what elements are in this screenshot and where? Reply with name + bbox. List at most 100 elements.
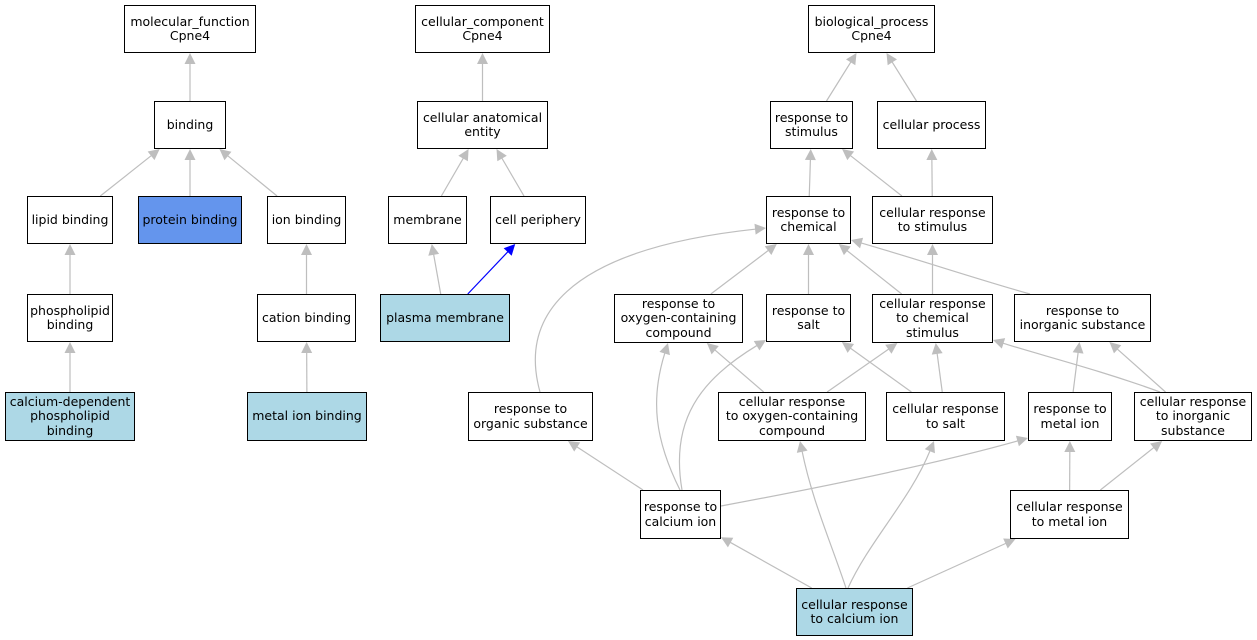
go-term-label: response to chemical bbox=[771, 204, 846, 234]
edge-membrane-to-cae bbox=[440, 157, 465, 197]
go-term-label: cellular response to chemical stimulus bbox=[879, 295, 986, 340]
edge-resp-calcium-to-resp-salt-arrowhead bbox=[753, 340, 766, 351]
go-term-protein-binding[interactable]: protein binding bbox=[138, 196, 242, 244]
go-term-binding[interactable]: binding bbox=[154, 101, 226, 149]
go-term-lipid-binding[interactable]: lipid binding bbox=[27, 196, 113, 244]
edge-cell-resp-calcium-to-cell-resp-metal bbox=[907, 542, 1007, 589]
edge-plasma-membrane-to-cell-periphery-arrowhead bbox=[503, 244, 516, 256]
go-term-plasma-membrane[interactable]: plasma membrane bbox=[380, 294, 510, 342]
go-term-cae[interactable]: cellular anatomical entity bbox=[417, 101, 548, 149]
go-term-ion-binding[interactable]: ion binding bbox=[267, 196, 346, 244]
go-term-resp-metal-ion[interactable]: response to metal ion bbox=[1028, 392, 1112, 441]
go-term-calcium-dep[interactable]: calcium-dependent phospholipid binding bbox=[5, 392, 135, 441]
edge-resp-oxygen-to-resp-chemical-arrowhead bbox=[764, 244, 777, 256]
edge-cell-resp-oxygen-to-resp-oxygen-arrowhead bbox=[706, 343, 719, 355]
go-term-label: response to inorganic substance bbox=[1019, 302, 1146, 332]
go-term-resp-chemical[interactable]: response to chemical bbox=[766, 196, 851, 244]
edge-cell-resp-inorganic-to-cell-resp-chem-arrowhead bbox=[993, 338, 1006, 349]
edge-cellular-process-to-bp-arrowhead bbox=[886, 53, 897, 66]
edge-resp-calcium-to-resp-oxygen bbox=[655, 352, 681, 491]
go-term-cell-resp-salt[interactable]: cellular response to salt bbox=[886, 392, 1005, 441]
go-term-label: response to salt bbox=[771, 302, 846, 332]
go-term-label: cation binding bbox=[261, 309, 352, 325]
go-term-cell-resp-metal[interactable]: cellular response to metal ion bbox=[1010, 490, 1129, 539]
go-term-cell-periphery[interactable]: cell periphery bbox=[490, 196, 586, 244]
edge-resp-inorganic-to-resp-chemical bbox=[860, 242, 1031, 295]
edge-cae-to-cc-arrowhead bbox=[477, 53, 488, 64]
edge-cell-resp-calcium-to-resp-calcium-arrowhead bbox=[721, 537, 734, 548]
go-term-cc[interactable]: cellular_component Cpne4 bbox=[415, 5, 550, 53]
edge-resp-organic-to-resp-chemical bbox=[534, 228, 757, 393]
edge-cell-periphery-to-cae-arrowhead bbox=[496, 149, 507, 162]
go-term-label: cellular response to inorganic substance bbox=[1139, 393, 1247, 438]
go-term-resp-oxygen[interactable]: response to oxygen-containing compound bbox=[614, 294, 743, 343]
edge-cell-resp-stimulus-to-resp-stimulus bbox=[849, 154, 903, 197]
go-term-label: calcium-dependent phospholipid binding bbox=[9, 393, 131, 438]
edge-resp-inorganic-to-resp-chemical-arrowhead bbox=[851, 237, 864, 249]
go-term-cellular-process[interactable]: cellular process bbox=[877, 101, 986, 149]
go-term-label: ion binding bbox=[271, 211, 342, 227]
go-term-label: cellular response to stimulus bbox=[879, 204, 986, 234]
edge-phospholipid-binding-to-lipid-binding-arrowhead bbox=[64, 244, 76, 255]
go-term-cell-resp-oxygen[interactable]: cellular response to oxygen-containing c… bbox=[718, 392, 866, 441]
go-term-label: response to organic substance bbox=[473, 401, 588, 431]
go-term-label: membrane bbox=[393, 211, 462, 227]
go-term-cell-resp-stimulus[interactable]: cellular response to stimulus bbox=[872, 196, 993, 244]
go-term-label: metal ion binding bbox=[252, 408, 362, 424]
edge-plasma-membrane-to-membrane bbox=[432, 253, 442, 295]
go-term-membrane[interactable]: membrane bbox=[388, 196, 467, 244]
go-term-label: protein binding bbox=[142, 211, 238, 227]
edge-ion-binding-to-binding-arrowhead bbox=[219, 149, 232, 161]
go-term-metal-ion-binding[interactable]: metal ion binding bbox=[247, 392, 367, 441]
edge-resp-calcium-to-resp-organic bbox=[576, 445, 644, 491]
go-term-resp-salt[interactable]: response to salt bbox=[766, 294, 851, 342]
go-term-label: biological_process Cpne4 bbox=[814, 13, 929, 43]
edge-cell-resp-calcium-to-cell-resp-metal-arrowhead bbox=[1003, 538, 1016, 549]
edge-resp-salt-to-resp-chemical-arrowhead bbox=[803, 244, 814, 255]
edge-cell-resp-chem-to-cell-resp-stimulus-arrowhead bbox=[927, 244, 938, 255]
edge-resp-calcium-to-resp-organic-arrowhead bbox=[568, 441, 581, 452]
edge-cell-resp-chem-to-resp-chemical-arrowhead bbox=[838, 244, 851, 256]
go-term-bp[interactable]: biological_process Cpne4 bbox=[808, 5, 935, 53]
edge-cell-resp-oxygen-to-cell-resp-chem-arrowhead bbox=[885, 343, 898, 354]
edge-lipid-binding-to-binding-arrowhead bbox=[147, 149, 160, 161]
go-term-cation-binding[interactable]: cation binding bbox=[257, 294, 356, 342]
edge-resp-calcium-to-resp-metal-ion-arrowhead bbox=[1015, 435, 1028, 447]
edge-ion-binding-to-binding bbox=[226, 154, 278, 197]
edge-plasma-membrane-to-membrane-arrowhead bbox=[428, 244, 440, 256]
edge-resp-chemical-to-resp-stimulus bbox=[808, 158, 812, 197]
edge-cell-resp-oxygen-to-cell-resp-chem bbox=[826, 348, 890, 393]
edge-cell-resp-calcium-to-cell-resp-oxygen-arrowhead bbox=[796, 441, 808, 453]
go-term-label: response to stimulus bbox=[774, 109, 849, 139]
go-term-resp-calcium[interactable]: response to calcium ion bbox=[640, 490, 721, 539]
edge-cell-resp-inorganic-to-cell-resp-chem bbox=[1002, 342, 1161, 393]
edge-cell-resp-stimulus-to-cellular-process-arrowhead bbox=[926, 149, 938, 161]
edge-cell-resp-salt-to-resp-salt bbox=[849, 347, 912, 393]
edge-resp-stimulus-to-bp-arrowhead bbox=[846, 53, 857, 66]
edge-cell-resp-inorganic-to-resp-inorganic-arrowhead bbox=[1109, 342, 1122, 354]
go-term-cell-resp-calcium[interactable]: cellular response to calcium ion bbox=[796, 588, 913, 636]
edge-resp-chemical-to-resp-stimulus-arrowhead bbox=[804, 149, 816, 161]
edge-cell-resp-calcium-to-cell-resp-oxygen bbox=[801, 450, 847, 589]
go-term-label: lipid binding bbox=[31, 211, 109, 227]
go-term-resp-organic[interactable]: response to organic substance bbox=[468, 392, 593, 441]
go-term-label: cellular anatomical entity bbox=[422, 109, 543, 139]
edge-cell-resp-salt-to-resp-salt-arrowhead bbox=[841, 342, 855, 353]
edge-resp-calcium-to-resp-oxygen-arrowhead bbox=[659, 343, 670, 356]
edge-resp-oxygen-to-resp-chemical bbox=[710, 249, 770, 295]
go-term-resp-inorganic[interactable]: response to inorganic substance bbox=[1014, 294, 1151, 342]
edge-membrane-to-cae-arrowhead bbox=[458, 149, 469, 162]
edge-cell-resp-calcium-to-cell-resp-salt-arrowhead bbox=[924, 441, 935, 454]
go-term-cell-resp-inorganic[interactable]: cellular response to inorganic substance bbox=[1134, 392, 1252, 441]
go-term-cell-resp-chem[interactable]: cellular response to chemical stimulus bbox=[872, 294, 993, 343]
edge-cell-resp-calcium-to-resp-calcium bbox=[729, 541, 812, 589]
edge-cellular-process-to-bp bbox=[891, 61, 918, 102]
go-term-mf[interactable]: molecular_function Cpne4 bbox=[124, 5, 256, 53]
edge-binding-to-mf-arrowhead bbox=[184, 53, 196, 64]
go-term-phospholipid-binding[interactable]: phospholipid binding bbox=[27, 294, 113, 342]
go-term-label: cellular response to calcium ion bbox=[801, 596, 908, 626]
edge-lipid-binding-to-binding bbox=[99, 154, 153, 197]
go-term-resp-stimulus[interactable]: response to stimulus bbox=[770, 101, 853, 149]
